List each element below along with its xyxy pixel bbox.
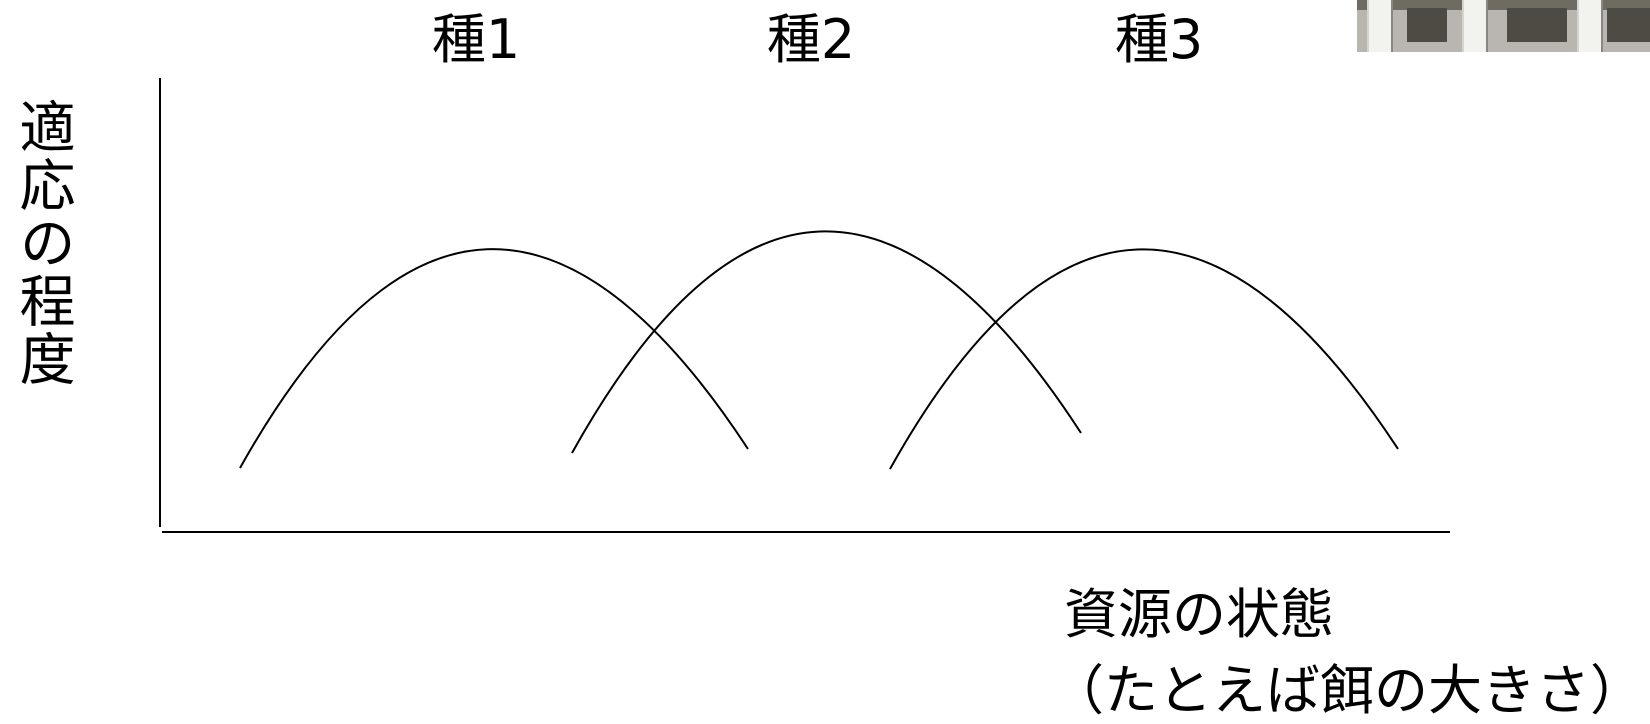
y-axis-label: 適応の程度 xyxy=(10,98,75,388)
species-2-label: 種2 xyxy=(766,8,856,71)
species-3-curve xyxy=(889,248,1399,470)
species-2-curve xyxy=(571,230,1082,454)
x-axis-label: 資源の状態 xyxy=(1064,583,1334,646)
x-axis-sublabel: （たとえば餌の大きさ） xyxy=(1050,659,1644,722)
species-1-label: 種1 xyxy=(431,8,521,71)
photo-thumbnail xyxy=(1357,0,1650,52)
species-3-label: 種3 xyxy=(1114,8,1204,71)
species-1-curve xyxy=(239,248,749,469)
